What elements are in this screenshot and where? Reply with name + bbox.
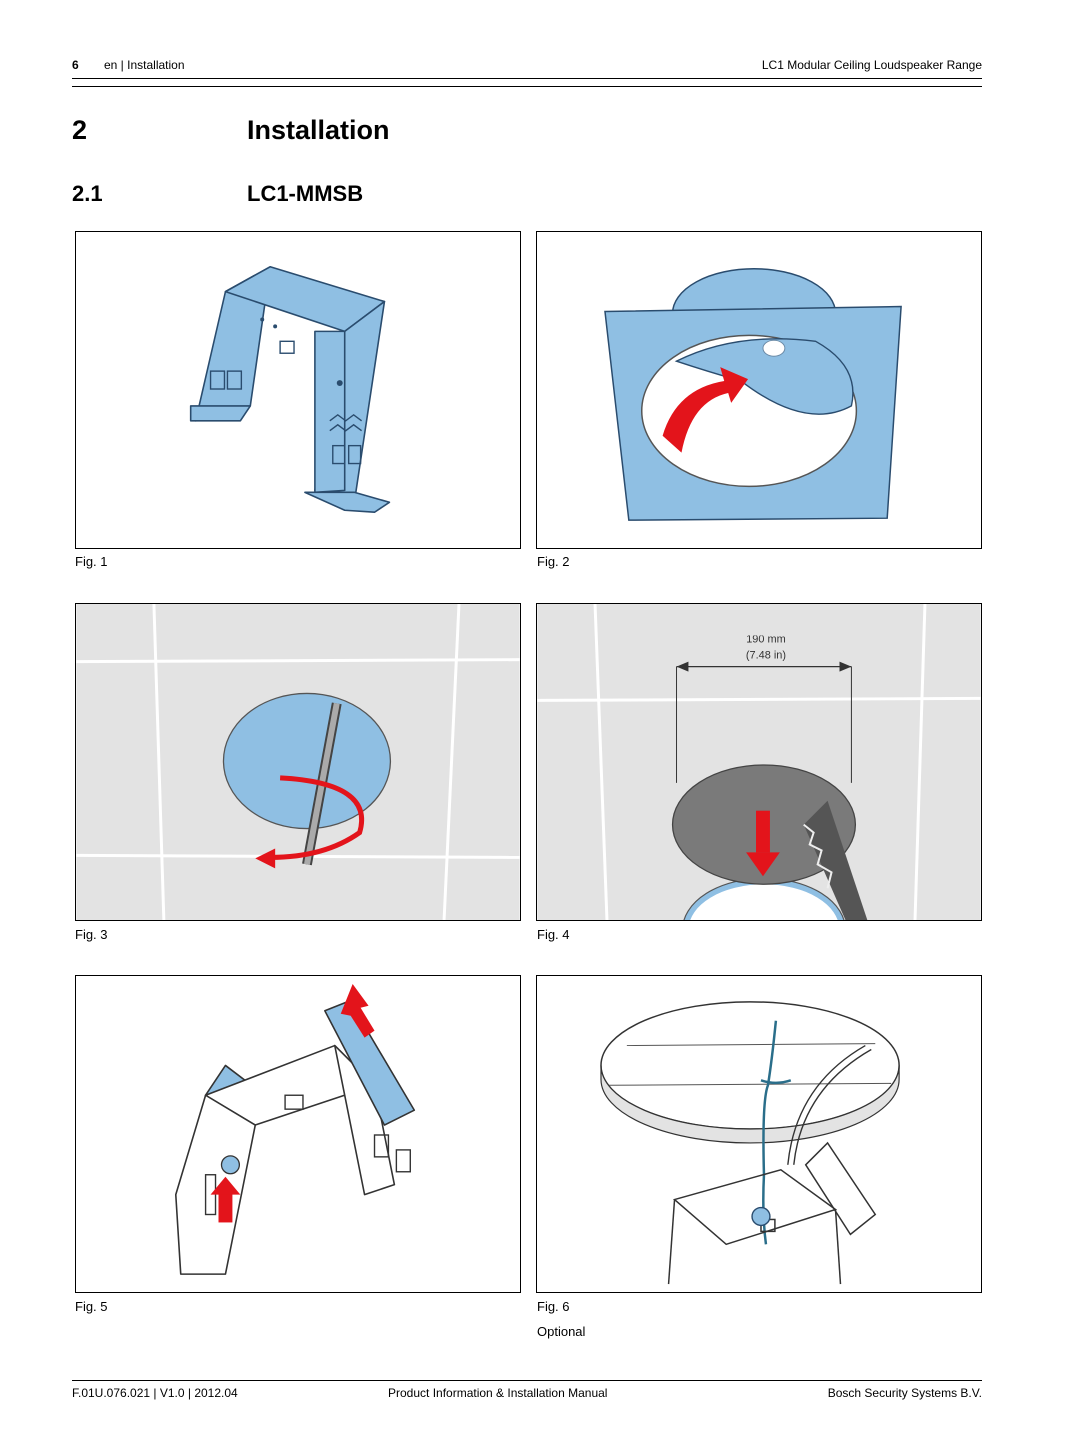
footer-company: Bosch Security Systems B.V. (827, 1386, 982, 1400)
bracket-mounting-illustration (174, 983, 416, 1275)
dimension-mm-label: 190 mm (746, 634, 785, 646)
figure-2-caption: Fig. 2 (537, 554, 570, 569)
figure-5 (75, 975, 521, 1293)
figure-4-caption: Fig. 4 (537, 927, 570, 942)
page-number: 6 (72, 58, 79, 72)
section-number: 2.1 (72, 181, 103, 206)
figure-3-caption: Fig. 3 (75, 927, 108, 942)
figure-6-caption: Fig. 6 (537, 1299, 570, 1314)
chapter-number: 2 (72, 115, 88, 145)
ceiling-cutting-illustration: 190 mm (7.48 in) (537, 604, 981, 920)
ceiling-marking-illustration (76, 604, 520, 920)
figure-1-caption: Fig. 1 (75, 554, 108, 569)
safety-wire-illustration (600, 1001, 900, 1285)
header-rule (72, 78, 982, 79)
page-footer: F.01U.076.021 | V1.0 | 2012.04 Product I… (72, 1386, 982, 1402)
figure-1 (75, 231, 521, 549)
figure-4: 190 mm (7.48 in) (536, 603, 982, 921)
header-section: en | Installation (104, 58, 185, 72)
header-document-title: LC1 Modular Ceiling Loudspeaker Range (761, 58, 982, 72)
figure-2 (536, 231, 982, 549)
footer-document-id: F.01U.076.021 | V1.0 | 2012.04 (72, 1386, 238, 1400)
section-title: LC1-MMSB (247, 181, 364, 206)
figure-5-caption: Fig. 5 (75, 1299, 108, 1314)
template-illustration (604, 268, 902, 521)
figure-6 (536, 975, 982, 1293)
figure-3 (75, 603, 521, 921)
bracket-illustration (189, 265, 391, 514)
footer-rule (72, 1380, 982, 1381)
figure-6-note: Optional (537, 1324, 586, 1339)
page-header: 6 en | Installation LC1 Modular Ceiling … (72, 58, 982, 76)
chapter-title: Installation (247, 115, 390, 145)
dimension-in-label: (7.48 in) (746, 650, 786, 662)
footer-manual-title: Product Information & Installation Manua… (388, 1386, 608, 1400)
header-rule-lower (72, 86, 982, 87)
